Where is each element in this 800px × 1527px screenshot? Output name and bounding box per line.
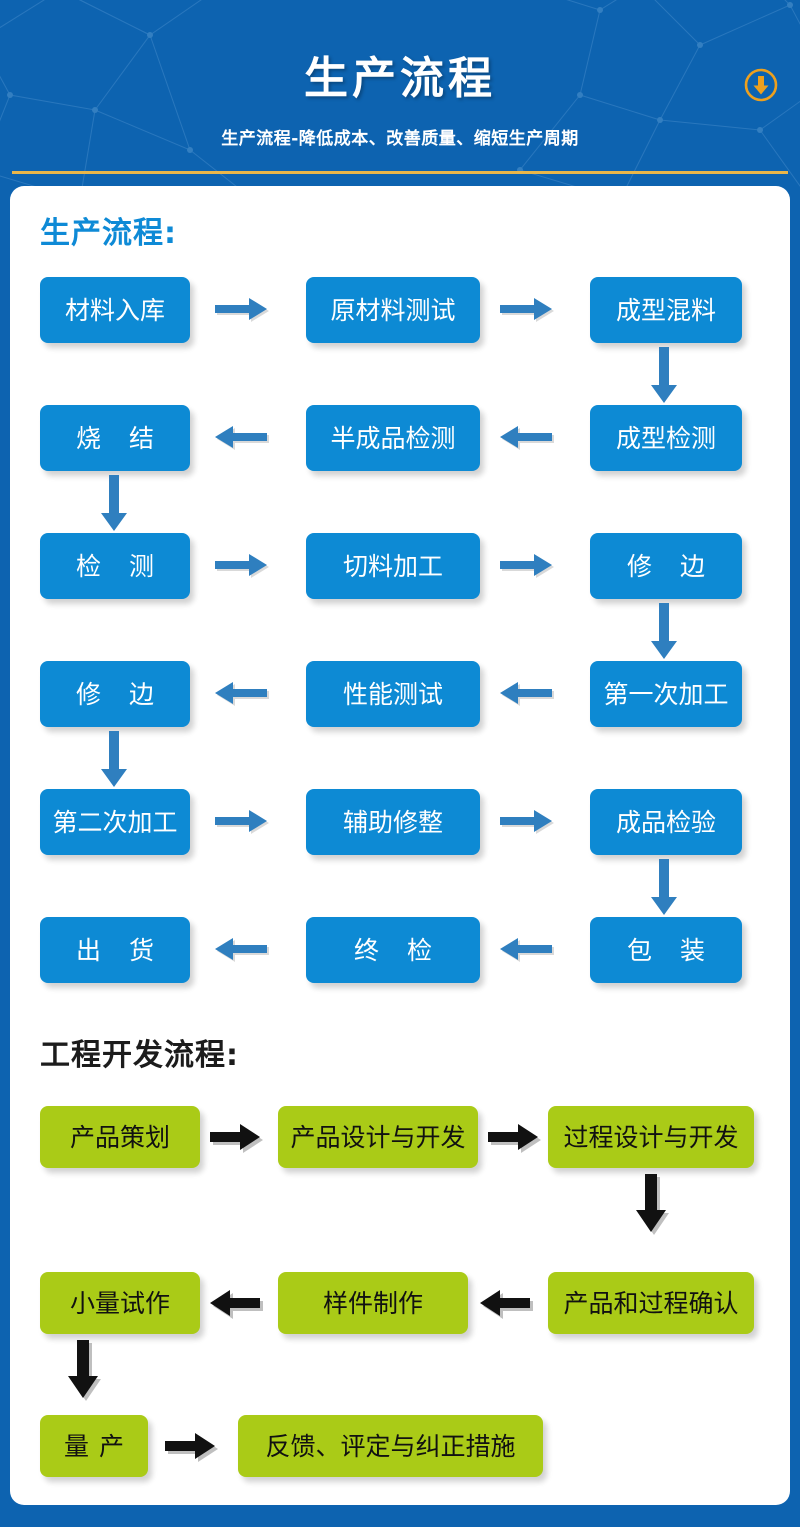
arrow-down-r4r5 bbox=[101, 731, 131, 791]
arrow-left-e2a bbox=[210, 1290, 270, 1319]
node-label: 材料入库 bbox=[64, 295, 165, 325]
node-raw-material-test[interactable]: 原材料测试 bbox=[306, 277, 480, 343]
node-label: 修 边 bbox=[627, 551, 715, 581]
arrow-down-e2e3 bbox=[68, 1340, 101, 1402]
node-label: 量产 bbox=[63, 1431, 134, 1461]
node-final-inspection[interactable]: 终 检 bbox=[306, 917, 480, 983]
node-label: 成品检验 bbox=[615, 807, 716, 837]
arrow-down-r3r4 bbox=[651, 603, 681, 663]
arrow-right-r5a bbox=[215, 810, 275, 836]
node-label: 产品策划 bbox=[69, 1122, 170, 1152]
arrow-right-r1a bbox=[215, 298, 275, 324]
node-label: 半成品检测 bbox=[330, 423, 456, 453]
arrow-right-r3b bbox=[500, 554, 560, 580]
node-product-planning[interactable]: 产品策划 bbox=[40, 1106, 200, 1168]
node-label: 包 装 bbox=[627, 935, 715, 965]
page-header: 生产流程 生产流程-降低成本、改善质量、缩短生产周期 bbox=[0, 0, 800, 190]
node-trimming-2[interactable]: 修 边 bbox=[40, 661, 190, 727]
node-label: 辅助修整 bbox=[342, 807, 443, 837]
download-circle-icon[interactable] bbox=[744, 68, 778, 102]
node-label: 成型混料 bbox=[615, 295, 716, 325]
node-label: 修 边 bbox=[76, 679, 164, 709]
node-forming-mixing[interactable]: 成型混料 bbox=[590, 277, 742, 343]
node-performance-test[interactable]: 性能测试 bbox=[306, 661, 480, 727]
node-packaging[interactable]: 包 装 bbox=[590, 917, 742, 983]
node-label: 样件制作 bbox=[322, 1288, 423, 1318]
arrow-right-e3a bbox=[165, 1433, 225, 1462]
node-label: 出 货 bbox=[76, 935, 164, 965]
node-label: 成型检测 bbox=[615, 423, 716, 453]
node-shipment[interactable]: 出 货 bbox=[40, 917, 190, 983]
arrow-left-r4a bbox=[215, 682, 275, 708]
node-first-machining[interactable]: 第一次加工 bbox=[590, 661, 742, 727]
node-label: 切料加工 bbox=[342, 551, 443, 581]
arrow-right-r3a bbox=[215, 554, 275, 580]
arrow-down-e1e2 bbox=[636, 1174, 669, 1236]
page-subtitle: 生产流程-降低成本、改善质量、缩短生产周期 bbox=[221, 129, 579, 149]
node-trimming-1[interactable]: 修 边 bbox=[590, 533, 742, 599]
node-label: 第一次加工 bbox=[603, 679, 729, 709]
arrow-right-e1a bbox=[210, 1124, 270, 1153]
arrow-left-r6a bbox=[215, 938, 275, 964]
page-title: 生产流程 bbox=[304, 53, 496, 104]
arrow-down-r2r3 bbox=[101, 475, 131, 535]
arrow-right-e1b bbox=[488, 1124, 548, 1153]
node-label: 产品设计与开发 bbox=[290, 1122, 466, 1152]
node-label: 小量试作 bbox=[69, 1288, 170, 1318]
node-label: 性能测试 bbox=[342, 679, 443, 709]
arrow-left-r2a bbox=[215, 426, 275, 452]
node-process-design-development[interactable]: 过程设计与开发 bbox=[548, 1106, 754, 1168]
header-divider bbox=[12, 171, 788, 174]
node-label: 反馈、评定与纠正措施 bbox=[265, 1431, 516, 1461]
node-semifinished-inspection[interactable]: 半成品检测 bbox=[306, 405, 480, 471]
arrow-left-r6b bbox=[500, 938, 560, 964]
node-final-product-inspection[interactable]: 成品检验 bbox=[590, 789, 742, 855]
section-title-engineering: 工程开发流程: bbox=[40, 1038, 239, 1073]
arrow-left-e2b bbox=[480, 1290, 540, 1319]
node-product-process-validation[interactable]: 产品和过程确认 bbox=[548, 1272, 754, 1334]
node-cutting-machining[interactable]: 切料加工 bbox=[306, 533, 480, 599]
node-small-batch-trial[interactable]: 小量试作 bbox=[40, 1272, 200, 1334]
arrow-right-r1b bbox=[500, 298, 560, 324]
node-sintering[interactable]: 烧 结 bbox=[40, 405, 190, 471]
node-second-machining[interactable]: 第二次加工 bbox=[40, 789, 190, 855]
node-label: 原材料测试 bbox=[330, 295, 456, 325]
node-label: 检 测 bbox=[76, 551, 164, 581]
arrow-left-r4b bbox=[500, 682, 560, 708]
arrow-down-r5r6 bbox=[651, 859, 681, 919]
node-forming-inspection[interactable]: 成型检测 bbox=[590, 405, 742, 471]
node-label: 过程设计与开发 bbox=[563, 1122, 739, 1152]
node-inspection[interactable]: 检 测 bbox=[40, 533, 190, 599]
arrow-right-r5b bbox=[500, 810, 560, 836]
node-label: 烧 结 bbox=[76, 423, 164, 453]
node-label: 产品和过程确认 bbox=[563, 1288, 739, 1318]
node-auxiliary-finishing[interactable]: 辅助修整 bbox=[306, 789, 480, 855]
arrow-left-r2b bbox=[500, 426, 560, 452]
decorative-network-pattern bbox=[0, 0, 800, 190]
node-label: 第二次加工 bbox=[52, 807, 178, 837]
node-feedback-assessment-corrective-actions[interactable]: 反馈、评定与纠正措施 bbox=[238, 1415, 543, 1477]
section-title-production: 生产流程: bbox=[40, 216, 177, 251]
content-panel: 生产流程: 材料入库 原材料测试 成型混料 烧 结 bbox=[10, 186, 790, 1505]
node-product-design-development[interactable]: 产品设计与开发 bbox=[278, 1106, 478, 1168]
node-mass-production[interactable]: 量产 bbox=[40, 1415, 148, 1477]
arrow-down-r1r2 bbox=[651, 347, 681, 407]
node-material-inbound[interactable]: 材料入库 bbox=[40, 277, 190, 343]
node-label: 终 检 bbox=[354, 935, 442, 965]
node-sample-making[interactable]: 样件制作 bbox=[278, 1272, 468, 1334]
